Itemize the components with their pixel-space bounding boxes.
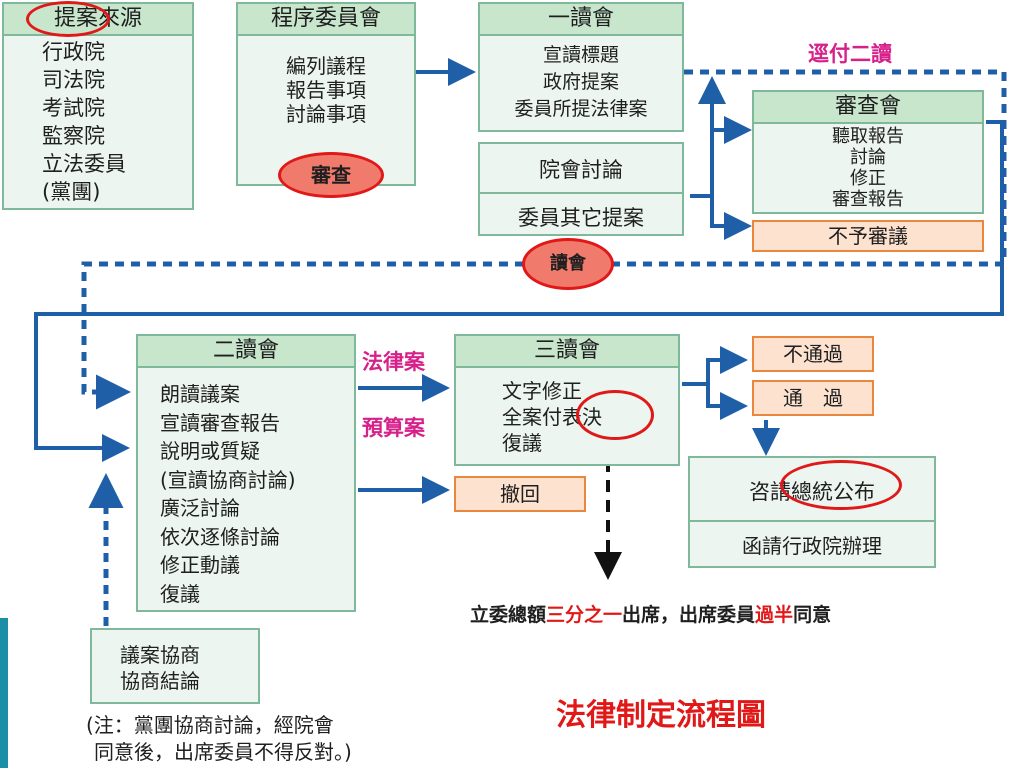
fail-tag: 不通過 [752,336,874,372]
budget-bill-label: 預算案 [362,416,425,440]
arrow-third-to-fail [682,346,748,386]
first-header: 一讀會 [480,4,682,36]
negotiation-item: 協商結論 [120,669,200,693]
second-list: 朗讀議案 宣讀審查報告 說明或質疑 (宣讀協商討論) 廣泛討論 依次逐條討論 修… [138,380,354,608]
source-item: 監察院 [42,124,105,148]
review-item: 聽取報告 [832,126,904,147]
program-item: 報告事項 [286,78,366,102]
review-item: 討論 [850,147,886,168]
first-reading-box: 一讀會 宣讀標題 政府提案 委員所提法律案 [478,2,684,132]
second-item: 復議 [160,581,200,606]
source-highlight-oval [26,1,110,37]
source-box: 提案來源 行政院 司法院 考試院 監察院 立法委員 (黨團) [2,2,194,210]
program-list: 編列議程 報告事項 討論事項 [238,54,414,126]
second-item: 朗讀議案 [160,382,240,406]
review-item: 審查報告 [832,189,904,210]
review-item: 修正 [850,168,886,189]
pass-tag: 通 過 [752,380,874,416]
slide-edge-bar [0,618,8,768]
program-item: 討論事項 [286,102,366,126]
source-item: 司法院 [42,68,105,92]
second-item: 說明或質疑 [160,439,260,463]
review-list: 聽取報告 討論 修正 審查報告 [754,126,982,210]
arrow-third-to-pass [706,384,748,420]
plenary-item: 委員其它提案 [518,206,644,230]
source-list: 行政院 司法院 考試院 監察院 立法委員 (黨團) [4,38,192,206]
president-highlight-oval [780,460,902,510]
negotiation-note: (注：黨團協商討論，經院會 同意後，出席委員不得反對。) [86,712,352,766]
arrow-review-to-second [34,120,1004,462]
vote-highlight-oval [576,390,654,440]
arrow-plenary-to-reject [690,194,752,240]
second-header: 二讀會 [138,336,354,368]
program-header: 程序委員會 [238,4,414,36]
plenary-divider [480,192,682,194]
program-committee-box: 程序委員會 編列議程 報告事項 討論事項 [236,2,416,186]
second-reading-box: 二讀會 朗讀議案 宣讀審查報告 說明或質疑 (宣讀協商討論) 廣泛討論 依次逐條… [136,334,356,612]
first-item: 委員所提法律案 [514,98,648,120]
refer-second-reading-label: 逕付二讀 [808,42,892,66]
first-item: 宣讀標題 [542,44,619,66]
note-line: (注：黨團協商討論，經院會 [86,713,334,737]
diagram-title: 法律制定流程圖 [556,698,766,733]
source-item: (黨團) [42,180,101,204]
program-item: 編列議程 [286,54,366,78]
promulgation-line2: 函請行政院辦理 [742,534,882,558]
second-item: 廣泛討論 [160,496,240,520]
review-header: 審查會 [754,92,982,124]
source-item: 行政院 [42,40,105,64]
reading-badge: 讀會 [522,238,614,290]
second-item: 修正動議 [160,553,240,577]
negotiation-box: 議案協商 協商結論 [90,628,260,704]
source-item: 考試院 [42,96,105,120]
quorum-highlight: 過半 [755,604,794,626]
third-item: 文字修正 [502,379,582,403]
plenary-title: 院會討論 [539,158,623,182]
quorum-note: 立委總額三分之一出席，出席委員過半同意 [470,600,831,627]
negotiation-item: 議案協商 [120,643,200,667]
not-reviewed-tag: 不予審議 [752,220,984,252]
quorum-part: 立委總額 [470,604,547,626]
plenary-box: 院會討論 委員其它提案 [478,142,684,236]
source-item: 立法委員 [42,152,126,176]
second-item: 依次逐條討論 [160,524,280,549]
negotiation-list: 議案協商 協商結論 [92,642,258,694]
review-committee-box: 審查會 聽取報告 討論 修正 審查報告 [752,90,984,214]
quorum-highlight: 三分之一 [546,604,623,626]
quorum-part: 同意 [793,604,832,626]
law-bill-label: 法律案 [362,350,425,374]
first-item: 政府提案 [542,71,619,93]
withdraw-tag: 撤回 [454,476,586,512]
third-header: 三讀會 [456,336,678,368]
promulgation-divider [690,520,934,522]
quorum-part: 出席，出席委員 [622,604,756,626]
review-badge: 審查 [278,152,384,198]
first-list: 宣讀標題 政府提案 委員所提法律案 [480,42,682,123]
third-item: 復議 [502,431,542,455]
second-item: 宣讀審查報告 [160,410,280,435]
second-item: (宣讀協商討論) [160,467,296,492]
note-line: 同意後，出席委員不得反對。) [94,740,352,764]
